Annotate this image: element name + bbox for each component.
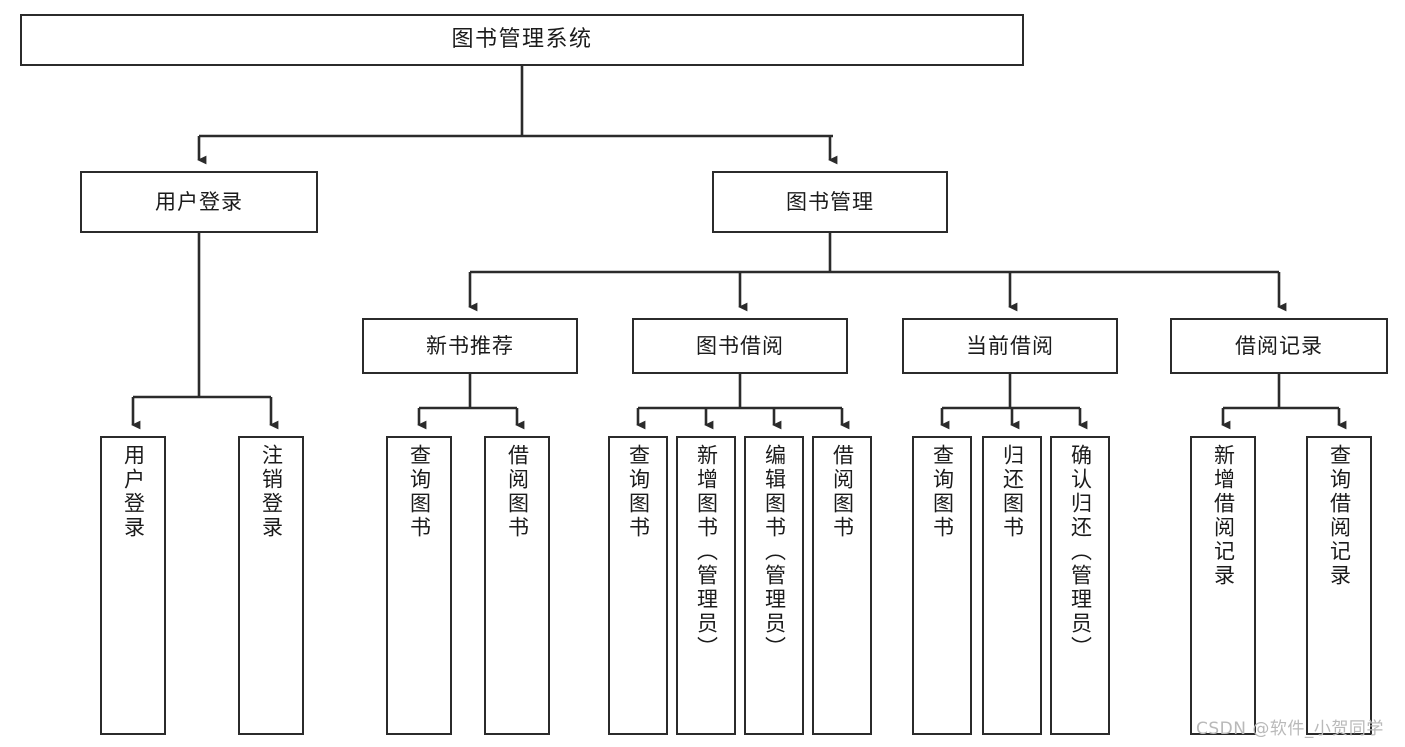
node-leaf-add-record-label: 新增借阅记录 [1211, 444, 1236, 588]
csdn-watermark: CSDN @软件_小贺同学 [1196, 719, 1384, 739]
node-leaf-borrow-book-label: 借阅图书 [830, 444, 855, 540]
node-leaf-confirm-return[interactable]: 确认归还（管理员） [1050, 436, 1110, 735]
node-borrow-record-label: 借阅记录 [1235, 333, 1323, 358]
node-book-manage[interactable]: 图书管理 [712, 171, 948, 233]
node-leaf-return-book-label: 归还图书 [1000, 444, 1025, 540]
node-leaf-user-login[interactable]: 用户登录 [100, 436, 166, 735]
node-current-borrow[interactable]: 当前借阅 [902, 318, 1118, 374]
node-user-login-label: 用户登录 [155, 189, 243, 214]
node-current-borrow-label: 当前借阅 [966, 333, 1054, 358]
node-leaf-confirm-return-label: 确认归还（管理员） [1068, 444, 1093, 660]
node-book-borrow[interactable]: 图书借阅 [632, 318, 848, 374]
node-leaf-add-record[interactable]: 新增借阅记录 [1190, 436, 1256, 735]
node-leaf-query-book-current-label: 查询图书 [930, 444, 955, 540]
node-borrow-record[interactable]: 借阅记录 [1170, 318, 1388, 374]
node-leaf-add-book[interactable]: 新增图书（管理员） [676, 436, 736, 735]
node-leaf-query-record-label: 查询借阅记录 [1327, 444, 1352, 588]
node-leaf-user-logout-label: 注销登录 [259, 444, 284, 540]
node-leaf-user-login-label: 用户登录 [121, 444, 146, 540]
node-book-borrow-label: 图书借阅 [696, 333, 784, 358]
node-leaf-user-logout[interactable]: 注销登录 [238, 436, 304, 735]
node-root[interactable]: 图书管理系统 [20, 14, 1024, 66]
node-leaf-query-book-current[interactable]: 查询图书 [912, 436, 972, 735]
node-root-label: 图书管理系统 [451, 27, 593, 53]
node-leaf-query-record[interactable]: 查询借阅记录 [1306, 436, 1372, 735]
node-leaf-query-book-rec[interactable]: 查询图书 [386, 436, 452, 735]
node-leaf-return-book[interactable]: 归还图书 [982, 436, 1042, 735]
node-new-book-rec[interactable]: 新书推荐 [362, 318, 578, 374]
node-leaf-add-book-label: 新增图书（管理员） [694, 444, 719, 660]
node-leaf-query-book-borrow-label: 查询图书 [626, 444, 651, 540]
node-leaf-edit-book[interactable]: 编辑图书（管理员） [744, 436, 804, 735]
node-user-login[interactable]: 用户登录 [80, 171, 318, 233]
node-new-book-rec-label: 新书推荐 [426, 333, 514, 358]
node-leaf-borrow-book[interactable]: 借阅图书 [812, 436, 872, 735]
node-leaf-edit-book-label: 编辑图书（管理员） [762, 444, 787, 660]
node-leaf-borrow-book-rec-label: 借阅图书 [505, 444, 530, 540]
node-leaf-query-book-rec-label: 查询图书 [407, 444, 432, 540]
node-book-manage-label: 图书管理 [786, 189, 874, 214]
node-leaf-query-book-borrow[interactable]: 查询图书 [608, 436, 668, 735]
node-leaf-borrow-book-rec[interactable]: 借阅图书 [484, 436, 550, 735]
